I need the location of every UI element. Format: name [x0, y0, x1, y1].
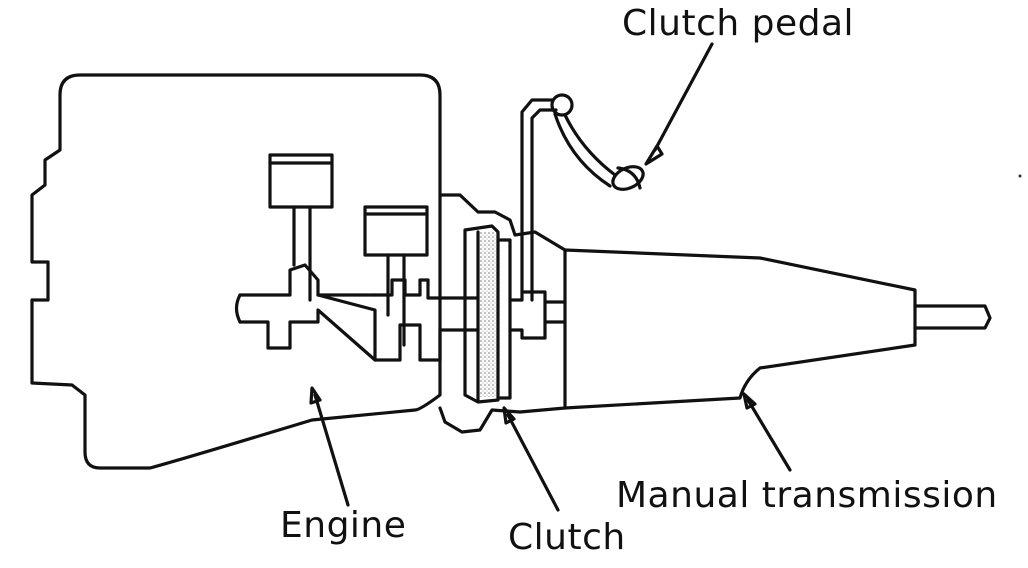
input-shaft [460, 290, 567, 340]
transmission-case [563, 248, 917, 410]
label-engine: Engine [280, 505, 407, 546]
crankshaft [234, 263, 464, 362]
piston-right [363, 205, 429, 347]
label-clutch: Clutch [508, 517, 626, 558]
label-manual-transmission: Manual transmission [616, 475, 998, 516]
output-shaft [913, 304, 992, 330]
label-clutch-pedal: Clutch pedal [622, 3, 855, 44]
clutch-disc [463, 224, 512, 404]
engine-block [30, 73, 442, 470]
leader-lines [309, 42, 792, 512]
clutch-pedal [520, 93, 645, 302]
piston-left [268, 153, 334, 302]
